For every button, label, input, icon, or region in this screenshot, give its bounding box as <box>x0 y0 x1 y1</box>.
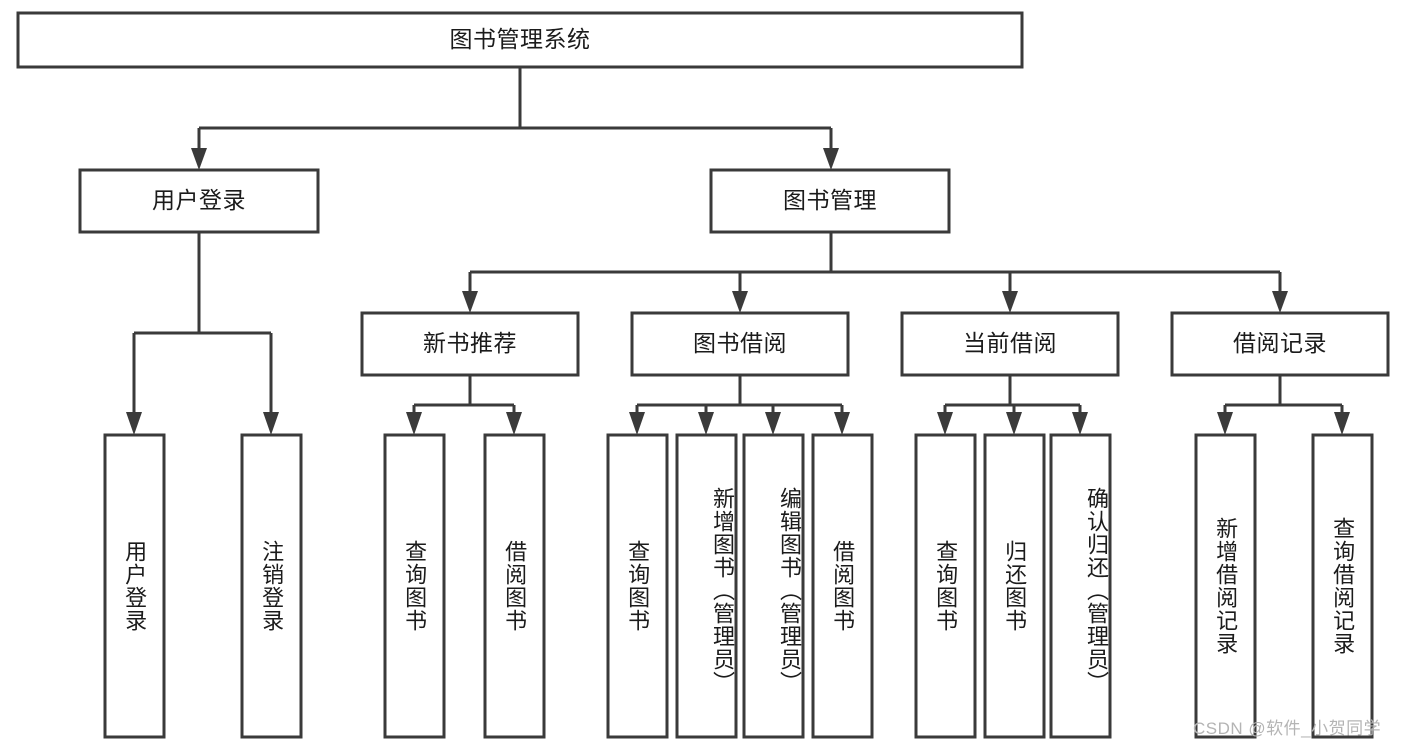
arrow-head-icon <box>191 148 207 170</box>
node-box-leaf-return-book[interactable] <box>983 433 1046 739</box>
connector-bookmgmt-to-level3 <box>462 232 1288 313</box>
node-box-user-login[interactable] <box>78 168 320 234</box>
arrow-head-icon <box>629 412 645 435</box>
node-box-current-borrow[interactable] <box>900 311 1120 377</box>
node-box-root[interactable] <box>16 11 1024 69</box>
arrow-head-icon <box>765 412 781 435</box>
node-box-new-book-recommend[interactable] <box>360 311 580 377</box>
connector-root-to-level2 <box>191 67 839 170</box>
arrow-head-icon <box>263 412 279 435</box>
arrow-head-icon <box>462 291 478 313</box>
arrow-head-icon <box>1272 291 1288 313</box>
arrow-head-icon <box>126 412 142 435</box>
node-box-leaf-add-book[interactable] <box>675 433 738 739</box>
arrow-head-icon <box>1002 291 1018 313</box>
arrow-head-icon <box>732 291 748 313</box>
arrow-head-icon <box>1334 412 1350 435</box>
arrow-head-icon <box>834 412 850 435</box>
node-box-leaf-confirm-return[interactable] <box>1049 433 1112 739</box>
node-box-leaf-edit-book[interactable] <box>742 433 805 739</box>
arrow-head-icon <box>406 412 422 435</box>
node-box-leaf-logout-login[interactable] <box>240 433 303 739</box>
arrow-head-icon <box>1217 412 1233 435</box>
arrow-head-icon <box>937 412 953 435</box>
connector-userlogin-to-leaves <box>126 232 279 435</box>
node-box-leaf-query-book-3[interactable] <box>914 433 977 739</box>
arrow-head-icon <box>823 148 839 170</box>
arrow-head-icon <box>698 412 714 435</box>
node-box-leaf-add-record[interactable] <box>1194 433 1257 739</box>
node-box-leaf-borrow-book-2[interactable] <box>811 433 874 739</box>
node-box-book-management[interactable] <box>709 168 951 234</box>
node-box-borrow-record[interactable] <box>1170 311 1390 377</box>
node-box-leaf-query-book-2[interactable] <box>606 433 669 739</box>
connector-newbook-to-leaves <box>406 375 522 435</box>
node-box-leaf-borrow-book-1[interactable] <box>483 433 546 739</box>
arrow-head-icon <box>1072 412 1088 435</box>
node-box-leaf-user-login[interactable] <box>103 433 166 739</box>
arrow-head-icon <box>1006 412 1022 435</box>
node-box-book-borrow[interactable] <box>630 311 850 377</box>
connector-borrowrecord-to-leaves <box>1217 375 1350 435</box>
node-box-leaf-query-record[interactable] <box>1311 433 1374 739</box>
node-box-leaf-query-book-1[interactable] <box>383 433 446 739</box>
connector-currentborrow-to-leaves <box>937 375 1088 435</box>
arrow-head-icon <box>506 412 522 435</box>
csdn-watermark: CSDN @软件_小贺同学 <box>1193 719 1382 738</box>
connector-bookborrow-to-leaves <box>629 375 850 435</box>
